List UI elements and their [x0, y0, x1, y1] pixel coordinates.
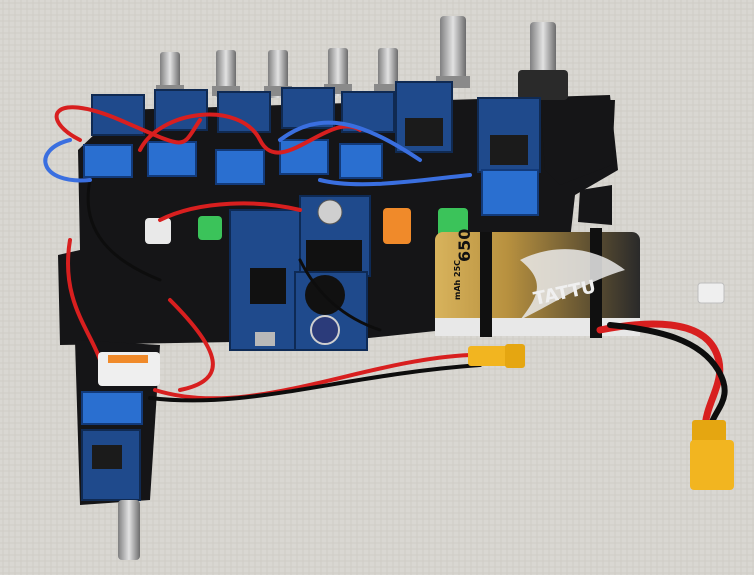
bnc-connector-2	[212, 50, 240, 98]
bnc-connector-bottom	[118, 500, 140, 560]
bnc-connector-3	[264, 50, 292, 98]
xt60-connector-2	[690, 420, 734, 490]
battery-spec-label: mAh 25C	[453, 260, 462, 300]
bottom-left-module	[81, 352, 160, 560]
lipo-battery: 650 mAh 25C TATTU	[435, 228, 640, 338]
xt60-connectors	[468, 282, 734, 490]
xt60-connector-1	[468, 344, 525, 368]
button-white	[145, 218, 171, 244]
pcb-module-6	[395, 81, 453, 153]
red-wire-5	[153, 353, 472, 401]
bnc-connector-4	[324, 48, 352, 96]
button-green-1	[198, 216, 222, 240]
black-wire-3	[607, 322, 728, 433]
controller-boards	[229, 195, 371, 351]
black-wire-1	[86, 178, 162, 282]
bnc-connector-7	[518, 22, 568, 100]
red-wire-3	[66, 238, 102, 362]
bnc-connector-6	[436, 16, 470, 88]
battery-capacity-label: 650	[455, 229, 474, 262]
red-wire-2	[138, 112, 362, 155]
red-wire-7	[168, 298, 215, 392]
red-wire-4	[158, 201, 302, 222]
button-orange-1	[383, 208, 411, 244]
wiring	[43, 105, 728, 434]
red-wire-1	[54, 105, 202, 145]
blue-wire-1	[43, 138, 92, 183]
blue-wire-3	[318, 173, 472, 187]
red-wire-6	[596, 320, 724, 434]
black-wire-2	[148, 363, 482, 403]
balance-lead-connector	[697, 282, 725, 304]
blue-wire-2	[278, 120, 422, 162]
black-wire-4	[298, 258, 382, 332]
bnc-connector-5	[374, 48, 402, 96]
pcb-module-7	[477, 97, 541, 216]
